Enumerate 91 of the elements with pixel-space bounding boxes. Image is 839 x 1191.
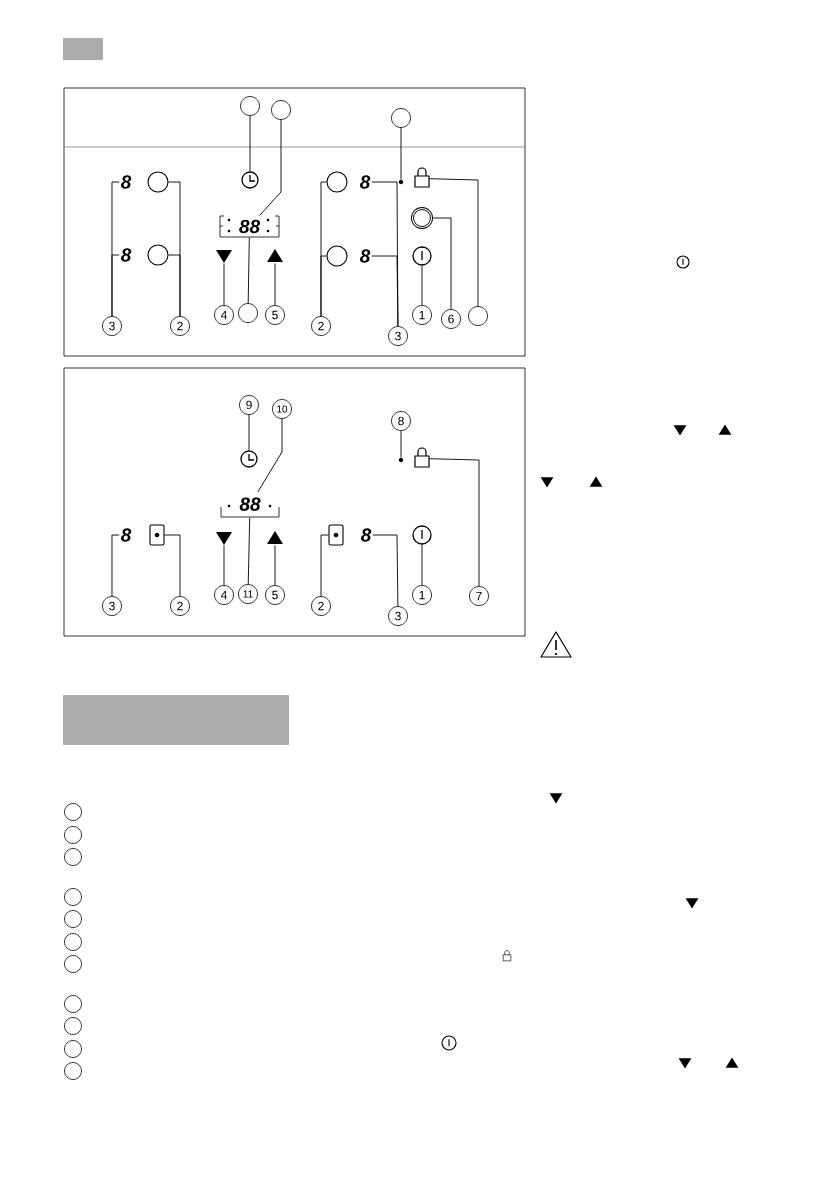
callout-circle [391,108,411,128]
segment-display: 8 [120,248,132,262]
leader-line [164,534,181,597]
leader-line [371,181,399,327]
callout-number: 4 [214,585,234,605]
callout-circle [64,848,82,866]
callout-circle [468,306,488,326]
callout-number: 2 [170,596,190,616]
callout-circle [271,100,291,120]
up-arrow-button [267,531,283,544]
power-button [412,246,432,266]
leader-line [274,263,276,306]
callout-circle [64,826,82,844]
callout-circle [64,933,82,951]
callout-number: 7 [469,586,489,606]
callout-number: 3 [388,326,408,346]
segment-display: 8 [359,249,371,263]
segment-display: 8 [120,528,132,542]
leader-line [431,217,452,310]
leader-line [248,414,250,451]
segment-display: 88 [220,497,280,518]
leader-line [320,255,327,317]
zone-button [149,524,165,546]
callout-number: 8 [391,411,411,431]
callout-circle [238,303,258,323]
callout-number: 6 [441,309,461,329]
leader-line [429,178,479,307]
leader-line [247,517,251,585]
callout-number: 11 [238,584,258,604]
callout-circle [64,1017,82,1035]
segment-display: 8 [360,528,372,542]
clock-icon [241,171,259,189]
callout-number: 5 [265,585,285,605]
down-arrow-button [216,250,232,263]
zone-button [147,244,169,266]
leader-line [372,534,399,607]
segment-display: 88 [219,215,280,238]
callout-number: 2 [170,316,190,336]
leader-line [223,263,225,306]
down-arrow-button [216,532,232,545]
leader-line [259,119,282,216]
callout-number: 3 [388,606,408,626]
leader-line [111,534,120,597]
node-label: 88 [239,497,261,511]
lock-icon [414,167,430,188]
zone-button [326,245,348,267]
leader-line [223,545,225,586]
leader-line [320,534,329,597]
leader-line [371,255,399,327]
callout-circle [64,1062,82,1080]
leader-line [247,237,250,304]
clock-icon [240,450,258,468]
zone-button [147,171,169,193]
callout-number: 5 [265,305,285,325]
callout-circle [64,910,82,928]
lock-icon [414,447,430,468]
callout-circle [64,955,82,973]
callout-number: 3 [102,316,122,336]
node-label: 88 [239,219,261,234]
callout-circle [64,803,82,821]
zone-button [326,171,348,193]
segment-display: 8 [359,175,371,189]
section-bar [63,695,289,745]
zone-button [328,524,344,546]
leader-line [400,127,402,180]
leader-line [421,544,423,586]
leader-line [429,458,480,587]
callout-circle [64,888,82,906]
up-arrow-button [267,249,283,262]
ring-button [411,207,433,229]
segment-display: 8 [120,175,132,189]
callout-number: 3 [102,596,122,616]
leader-line [274,545,276,586]
callout-number: 10 [272,399,292,419]
leader-line [421,265,423,306]
leader-line [111,254,120,317]
power-button [412,525,432,545]
header-bar [63,38,103,60]
callout-number: 1 [412,305,432,325]
leader-line [257,418,283,493]
leader-line [168,254,181,317]
callout-number: 2 [311,316,331,336]
callout-number: 4 [214,305,234,325]
callout-circle [64,1040,82,1058]
callout-circle [240,96,260,116]
leader-line [249,115,251,172]
leader-line [400,430,402,458]
callout-number: 2 [311,596,331,616]
callout-circle [64,995,82,1013]
callout-number: 9 [239,395,259,415]
callout-number: 1 [412,585,432,605]
